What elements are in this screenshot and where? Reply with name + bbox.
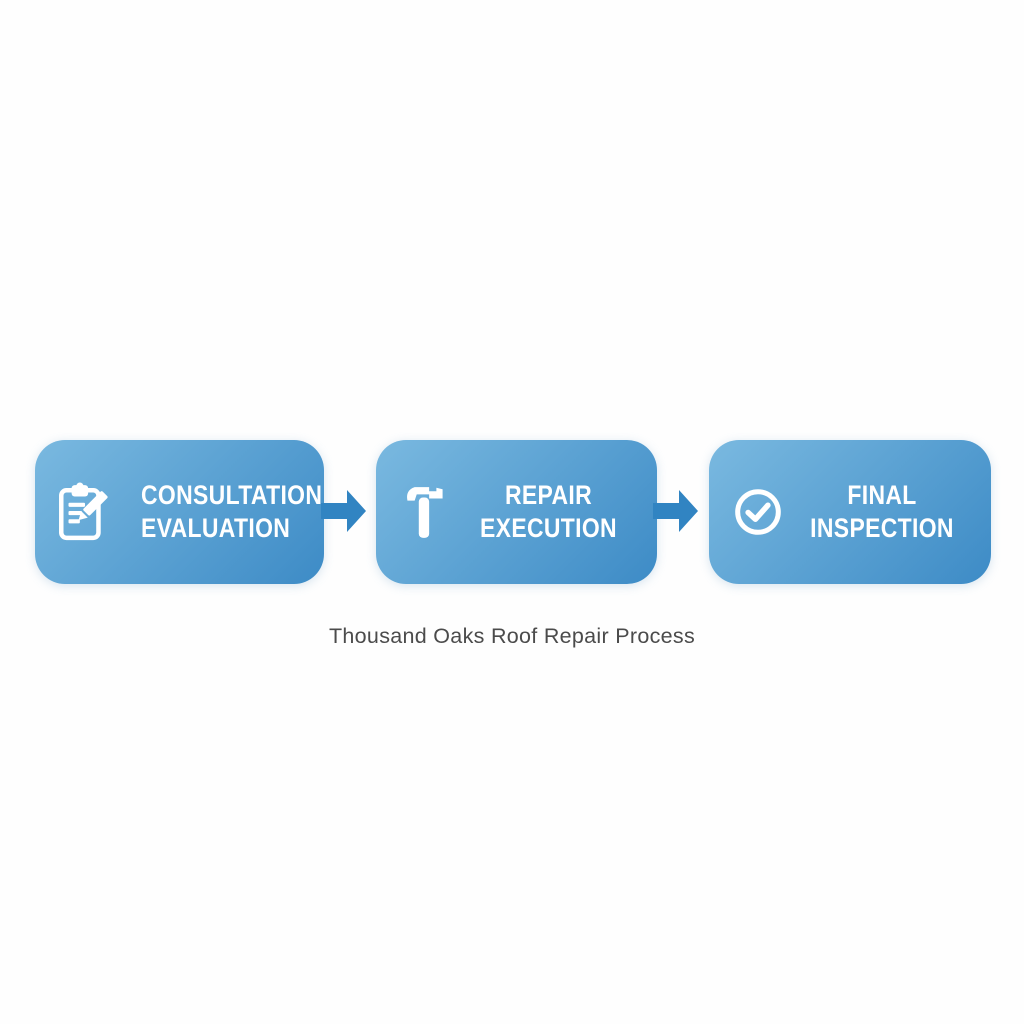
- step-label-line2: EVALUATION: [141, 513, 291, 543]
- check-circle-icon: [725, 487, 791, 537]
- step-repair-execution: REPAIR EXECUTION: [376, 440, 657, 584]
- step-label: FINAL INSPECTION: [791, 479, 991, 545]
- step-label-line1: FINAL: [847, 480, 917, 510]
- step-label-line2: EXECUTION: [480, 513, 617, 543]
- step-label-line1: REPAIR: [504, 480, 593, 510]
- step-label-line1: CONSULTATION: [141, 480, 323, 510]
- clipboard-pencil-icon: [51, 481, 117, 543]
- hammer-icon: [392, 482, 458, 542]
- step-consultation-evaluation: CONSULTATION EVALUATION: [35, 440, 324, 584]
- flow-arrow-icon: [653, 490, 698, 532]
- step-label: CONSULTATION EVALUATION: [117, 479, 372, 545]
- diagram-caption: Thousand Oaks Roof Repair Process: [328, 624, 695, 648]
- step-label-line2: INSPECTION: [810, 513, 954, 543]
- flow-arrow-icon: [321, 490, 366, 532]
- step-final-inspection: FINAL INSPECTION: [709, 440, 991, 584]
- step-label: REPAIR EXECUTION: [458, 479, 657, 545]
